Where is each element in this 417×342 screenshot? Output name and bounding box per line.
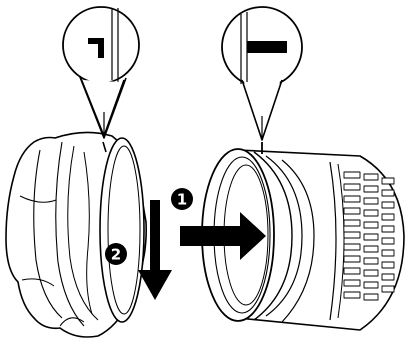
step-badge-1: 1 [171,188,193,210]
lens-grip-ribs [343,171,395,301]
step-number-2: 2 [111,246,121,264]
arrow-attach-icon [180,212,266,260]
callout-lens-mark [221,6,303,141]
hood-alignment-mark-icon [88,38,104,58]
callout-hood-mark [62,6,140,139]
lens-alignment-mark-icon [247,41,287,53]
step-number-1: 1 [177,191,187,209]
arrow-rotate-icon [138,200,172,300]
step-badge-2: 2 [105,243,127,265]
lens-hood [5,131,147,338]
